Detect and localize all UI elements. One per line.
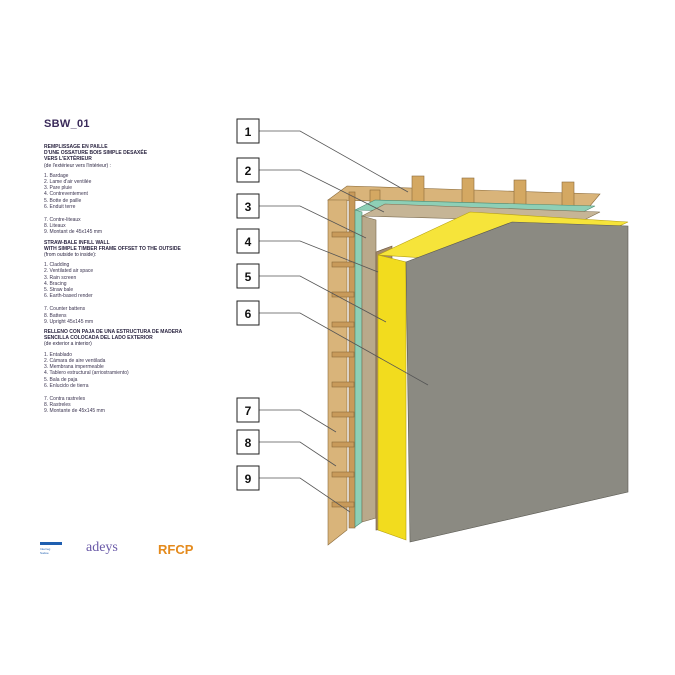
callout-6: 6 [236, 300, 260, 326]
callout-8: 8 [236, 429, 260, 455]
adeys-logo: adeys [86, 540, 118, 555]
list-item: 2. Ventilated air space [44, 268, 94, 275]
list-item: 4. Contreventement [44, 191, 88, 198]
list-item: 1. Bardage [44, 172, 69, 179]
interreg-logo: Interreg Sudoe [40, 542, 68, 555]
callout-3: 3 [236, 193, 260, 219]
heading-es-1: RELLENO CON PAJA DE UNA ESTRUCTURA DE MA… [44, 329, 183, 336]
callout-4: 4 [236, 228, 260, 254]
legend-panel: SBW_01 REMPLISSAGE EN PAILLE D'UNE OSSAT… [44, 118, 214, 419]
list-item: 5. Bala de paja [44, 376, 78, 383]
callout-9: 9 [236, 465, 260, 491]
heading-fr-3: VERS L'EXTÉRIEUR [44, 156, 92, 163]
sub-fr: (de l'extérieur vers l'intérieur) : [44, 162, 111, 169]
list-item: 1. Entablado [44, 351, 73, 358]
list-fr-2: 7. Contre-liteaux 8. Liteaux 9. Montant … [44, 217, 214, 236]
uprights-top [369, 175, 575, 213]
cladding-face [327, 199, 348, 546]
list-item: 7. Contre-liteaux [44, 217, 81, 224]
list-item: 8. Battens [44, 312, 67, 319]
legend-en: STRAW-BALE INFILL WALL WITH SIMPLE TIMBE… [44, 240, 214, 325]
callout-label-3: 3 [245, 200, 252, 214]
callout-label-5: 5 [245, 270, 252, 284]
list-item: 8. Rastreles [44, 402, 71, 409]
list-item: 9. Upright 45x145 mm [44, 318, 94, 325]
bracing-face [361, 215, 377, 523]
list-item: 5. Straw bale [44, 287, 74, 294]
list-es: 1. Entablado 2. Cámara de aire ventilada… [44, 352, 214, 389]
list-item: 3. Membrana impermeable [44, 364, 104, 371]
list-item: 5. Botte de paille [44, 197, 82, 204]
list-item: 7. Contra rastreles [44, 395, 86, 402]
list-en: 1. Cladding 2. Ventilated air space 3. R… [44, 262, 214, 299]
logo-strip: Interreg Sudoe adeys RFCP [40, 540, 220, 570]
leader-lines [258, 130, 429, 513]
sheet-title: SBW_01 [44, 118, 90, 130]
list-item: 1. Cladding [44, 262, 70, 269]
list-en-2: 7. Counter battens 8. Battens 9. Upright… [44, 306, 214, 325]
list-item: 2. Cámara de aire ventilada [44, 357, 106, 364]
heading-fr-1: REMPLISSAGE EN PAILLE [44, 144, 108, 150]
callout-label-9: 9 [245, 472, 252, 486]
list-es-2: 7. Contra rastreles 8. Rastreles 9. Mont… [44, 396, 214, 415]
callout-label-2: 2 [245, 164, 252, 178]
list-item: 9. Montant de 45x145 mm [44, 229, 103, 236]
list-item: 6. Enlucido de tierra [44, 382, 89, 389]
list-item: 3. Rain screen [44, 274, 77, 281]
list-item: 6. Enduit terre [44, 203, 76, 210]
legend-fr: REMPLISSAGE EN PAILLE D'UNE OSSATURE BOI… [44, 144, 214, 236]
sub-en: (from outside to inside): [44, 252, 97, 259]
list-item: 7. Counter battens [44, 306, 86, 313]
heading-es-2: SENCILLA COLOCADA DEL LADO EXTERIOR [44, 335, 153, 342]
legend-es: RELLENO CON PAJA DE UNA ESTRUCTURA DE MA… [44, 329, 214, 414]
callout-1: 1 [236, 118, 260, 144]
callout-label-1: 1 [245, 125, 252, 139]
callout-5: 5 [236, 263, 260, 289]
callout-2: 2 [236, 157, 260, 183]
callout-label-6: 6 [245, 307, 252, 321]
list-item: 4. Tablero estructural (arriostramiento) [44, 370, 129, 377]
heading-en-2: WITH SIMPLE TIMBER FRAME OFFSET TO THE O… [44, 245, 181, 252]
callout-label-8: 8 [245, 436, 252, 450]
list-item: 6. Earth-based render [44, 293, 93, 300]
callout-label-4: 4 [245, 235, 252, 249]
render-face [405, 221, 629, 543]
callout-7: 7 [236, 397, 260, 423]
list-item: 8. Liteaux [44, 223, 66, 230]
straw-face [377, 254, 407, 541]
list-item: 9. Montante de 45x145 mm [44, 408, 105, 415]
rain-screen-face [354, 209, 363, 528]
list-item: 2. Lame d'air ventilée [44, 179, 92, 186]
heading-en-1: STRAW-BALE INFILL WALL [44, 239, 110, 246]
list-item: 4. Bracing [44, 280, 67, 287]
list-fr: 1. Bardage 2. Lame d'air ventilée 3. Par… [44, 173, 214, 210]
heading-fr-2: D'UNE OSSATURE BOIS SIMPLE DESAXÉE [44, 150, 148, 157]
callout-label-7: 7 [245, 404, 252, 418]
rfcp-logo: RFCP [158, 542, 194, 557]
sub-es: (de exterior a interior) [44, 341, 92, 348]
list-item: 3. Pare pluie [44, 185, 73, 192]
